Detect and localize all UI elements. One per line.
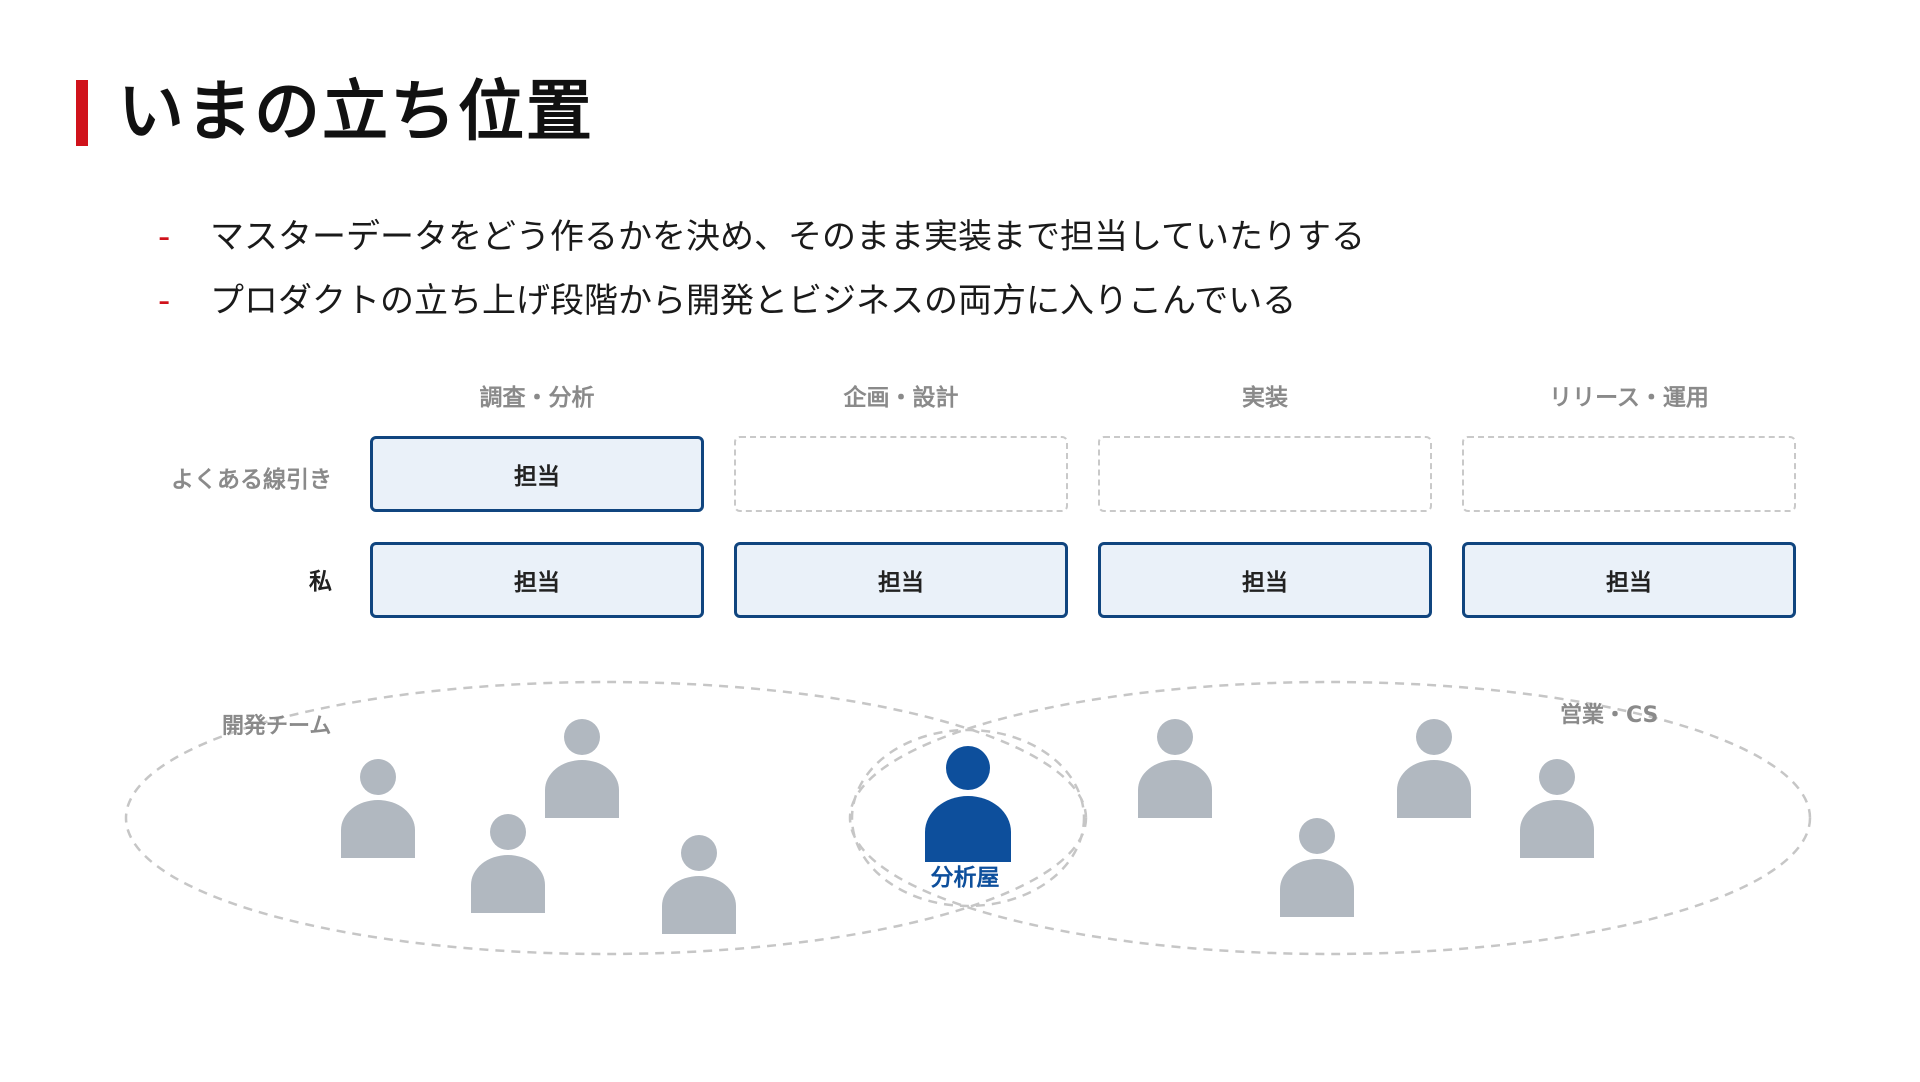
bullet-marker: - xyxy=(158,217,171,257)
bullet-marker: - xyxy=(158,281,171,321)
analyst-label: 分析屋 xyxy=(930,865,1000,891)
person-icon xyxy=(1138,719,1212,818)
cell-me-implementation: 担当 xyxy=(1098,542,1432,618)
bullet-item: -マスターデータをどう作るかを決め、そのまま実装まで担当していたりする xyxy=(158,205,1365,269)
sales-cs-ellipse xyxy=(848,680,1812,956)
column-header-planning: 企画・設計 xyxy=(843,385,959,411)
person-icon xyxy=(471,814,545,913)
cell-me-research: 担当 xyxy=(370,542,704,618)
person-icon xyxy=(1397,719,1471,818)
cell-typical-research: 担当 xyxy=(370,436,704,512)
person-icon xyxy=(1520,759,1594,858)
person-icon xyxy=(1280,818,1354,917)
cell-typical-implementation xyxy=(1098,436,1432,512)
cell-typical-release xyxy=(1462,436,1796,512)
column-header-implementation: 実装 xyxy=(1242,385,1288,411)
analyst-person-icon xyxy=(925,746,1011,862)
bullet-list: -マスターデータをどう作るかを決め、そのまま実装まで担当していたりする -プロダ… xyxy=(158,205,1365,333)
cell-me-release: 担当 xyxy=(1462,542,1796,618)
cell-typical-planning xyxy=(734,436,1068,512)
sales-cs-label: 営業・CS xyxy=(1560,703,1659,728)
bullet-text: マスターデータをどう作るかを決め、そのまま実装まで担当していたりする xyxy=(210,217,1365,257)
analyst-overlap-ellipse xyxy=(850,728,1086,908)
slide-title: いまの立ち位置 xyxy=(118,73,594,150)
column-header-release: リリース・運用 xyxy=(1549,385,1709,411)
dev-team-ellipse xyxy=(124,680,1088,956)
person-icon xyxy=(545,719,619,818)
title-accent-bar xyxy=(76,80,88,146)
column-header-research: 調査・分析 xyxy=(479,385,595,411)
person-icon xyxy=(662,835,736,934)
person-icon xyxy=(341,759,415,858)
cell-me-planning: 担当 xyxy=(734,542,1068,618)
bullet-text: プロダクトの立ち上げ段階から開発とビジネスの両方に入りこんでいる xyxy=(210,281,1297,321)
dev-team-label: 開発チーム xyxy=(222,714,332,739)
bullet-item: -プロダクトの立ち上げ段階から開発とビジネスの両方に入りこんでいる xyxy=(158,269,1365,333)
row-label-typical: よくある線引き xyxy=(171,467,332,493)
row-label-me: 私 xyxy=(309,569,332,595)
